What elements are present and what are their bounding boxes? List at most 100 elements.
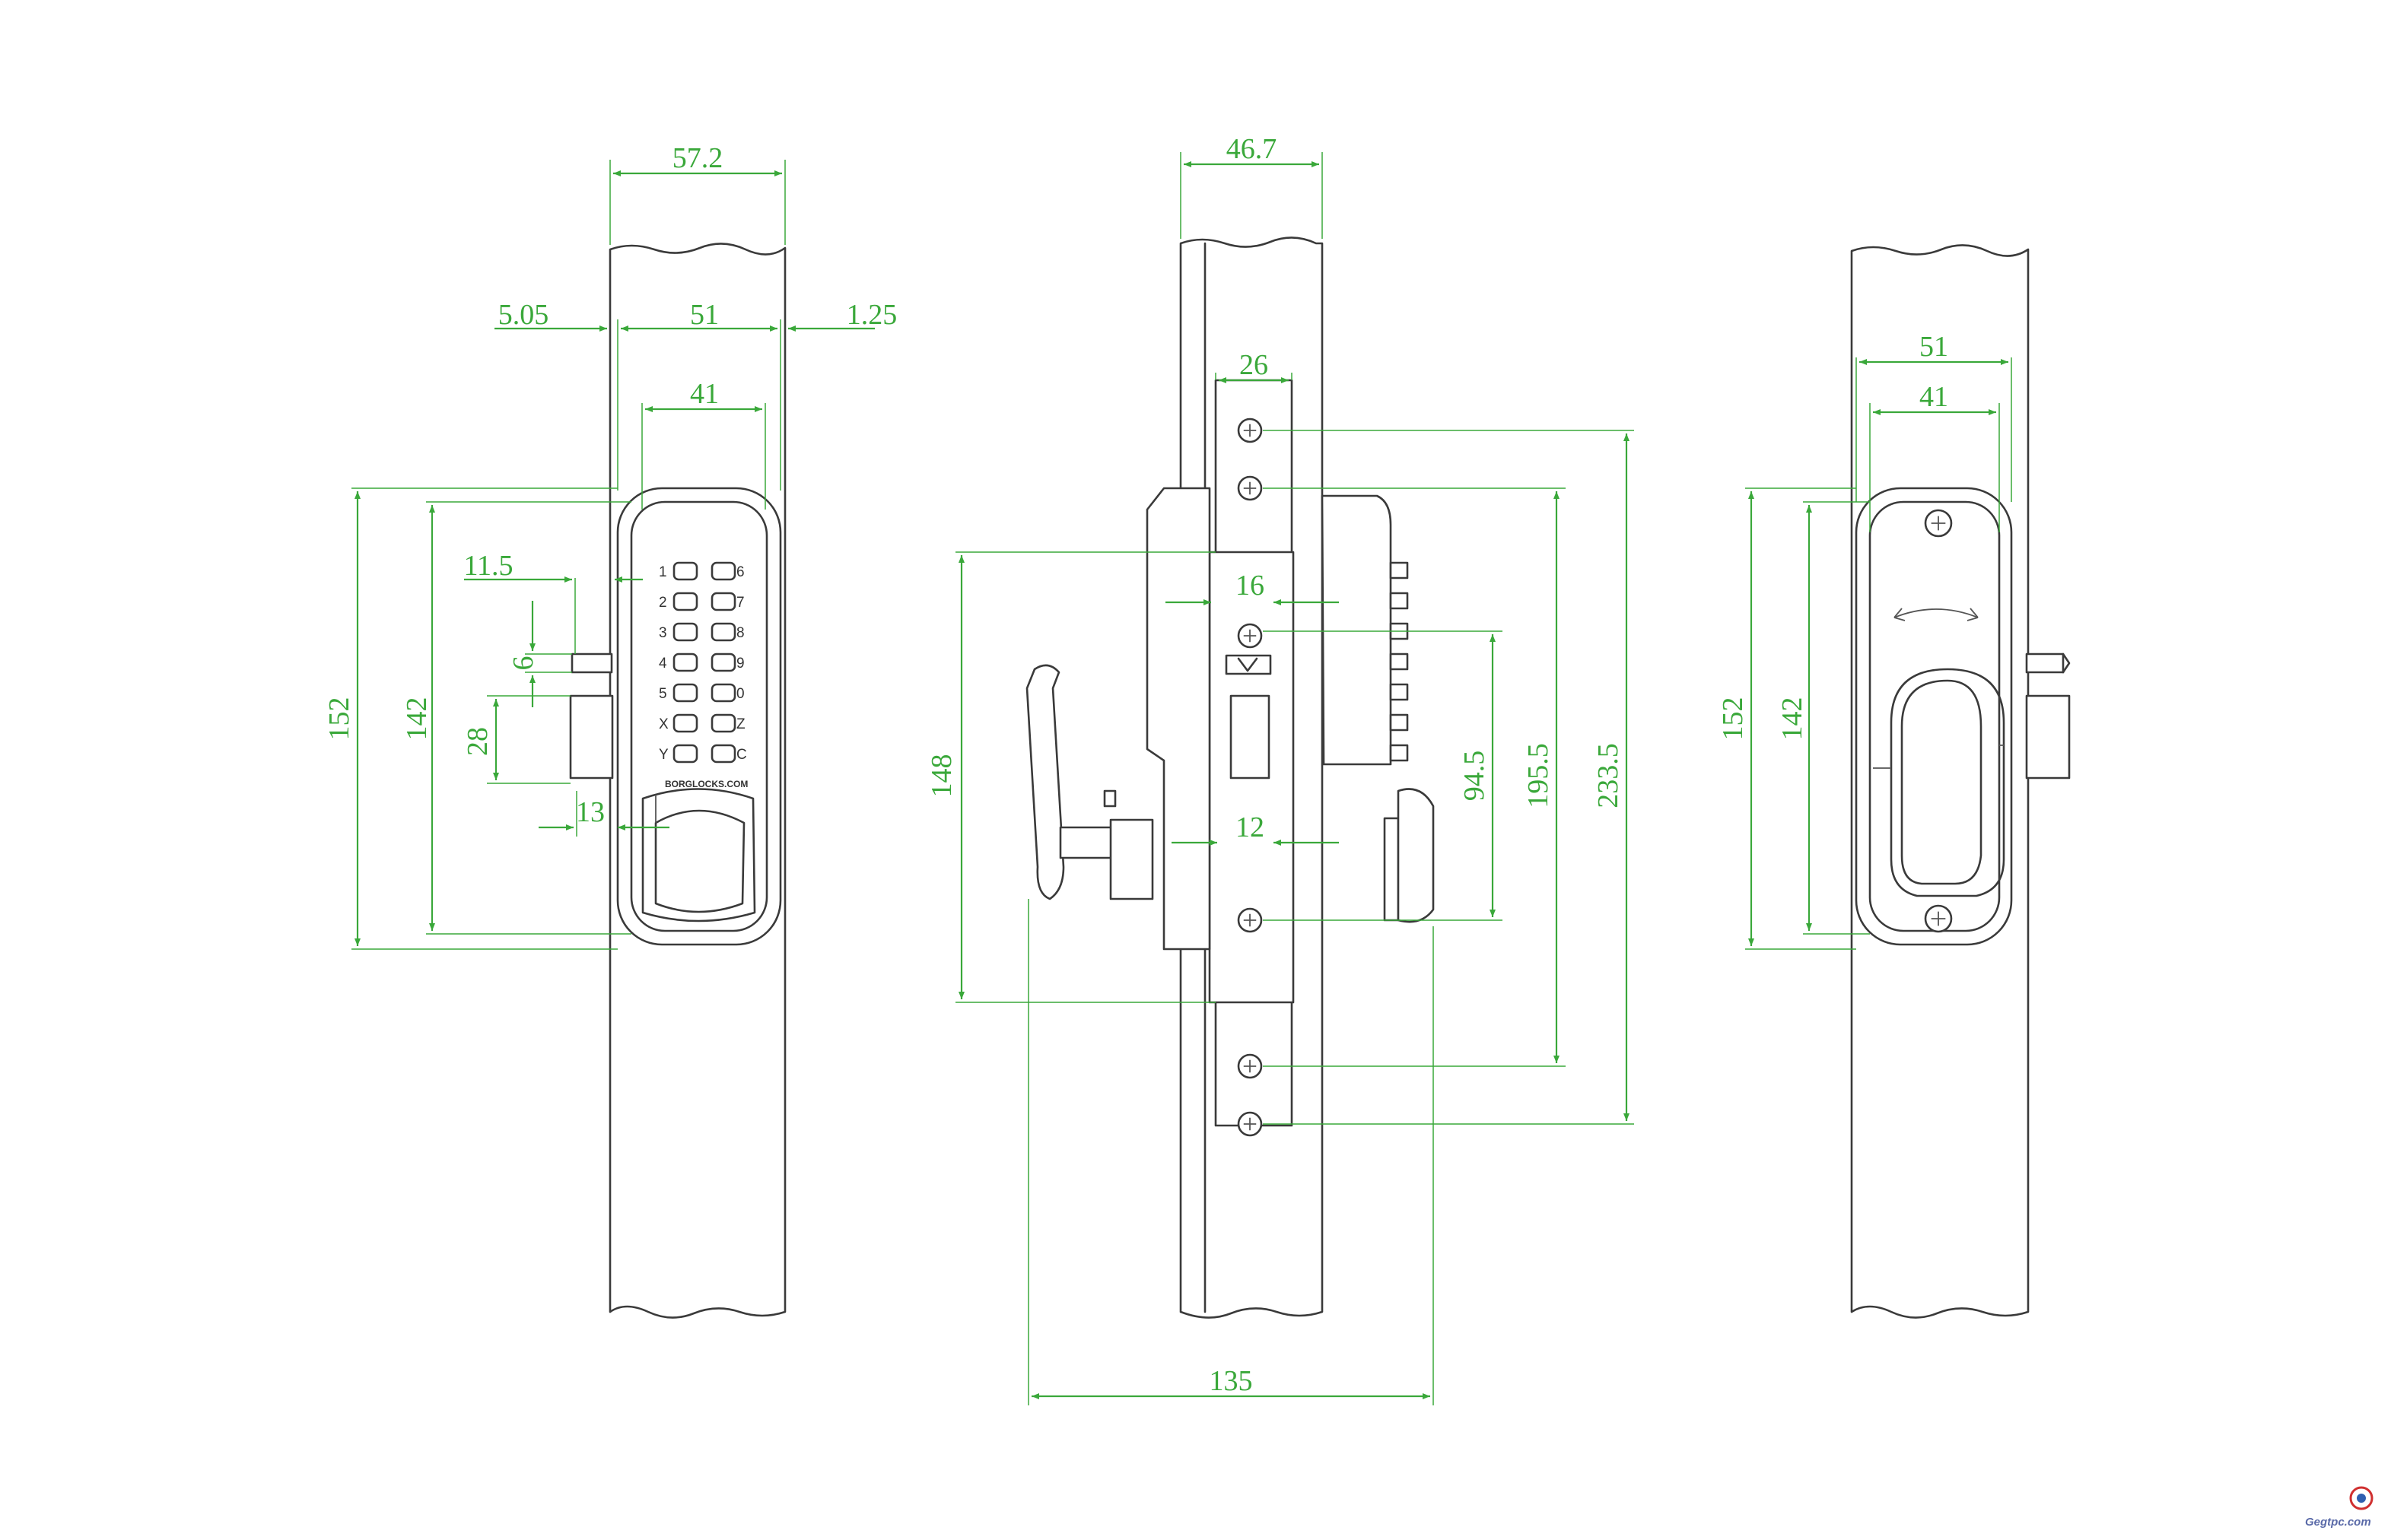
keypad-key[interactable]: 9	[711, 653, 745, 672]
keypad-key-button[interactable]	[672, 561, 698, 581]
keypad-key-label: 3	[659, 625, 667, 641]
front-dimensions: 57.2 5.05 51 1.25 41 11.5 6	[323, 142, 898, 950]
keypad-key-label: X	[659, 716, 669, 732]
side-key	[1389, 653, 1409, 671]
side-keypad-body	[1321, 494, 1392, 766]
front-latch-bolt	[571, 653, 613, 674]
screw-icon	[1237, 1111, 1263, 1137]
dim-overall-depth: 135	[1210, 1365, 1253, 1397]
keypad-brand-label: BORGLOCKS.COM	[665, 779, 748, 789]
keypad-key-label: 9	[736, 656, 745, 672]
dim-inner-height: 142	[401, 697, 433, 741]
dim-inner-fixing: 195.5	[1522, 743, 1554, 808]
side-key-stack	[1389, 561, 1409, 762]
dim-spindle-to-cylinder: 94.5	[1458, 751, 1490, 802]
screw-icon	[1237, 907, 1263, 933]
keypad-key[interactable]: 6	[711, 561, 745, 581]
side-lever-handle	[1025, 664, 1154, 900]
keypad-key-button[interactable]	[672, 622, 698, 642]
keypad-key[interactable]: 8	[711, 622, 745, 642]
keypad-key-button[interactable]	[672, 713, 698, 733]
side-key	[1389, 592, 1409, 610]
keypad-key[interactable]: Y	[659, 744, 698, 764]
side-cylinder-knob	[1383, 788, 1435, 923]
dim-left-offset: 5.05	[498, 299, 549, 331]
dim-back-inner-height: 142	[1776, 697, 1808, 741]
dim-faceplate-with-stile: 57.2	[672, 142, 723, 174]
keypad-key[interactable]: 1	[659, 561, 698, 581]
dim-deadbolt-height: 28	[462, 727, 494, 756]
side-key	[1389, 683, 1409, 701]
front-deadbolt	[569, 694, 614, 780]
keypad-key-label: 0	[736, 686, 745, 702]
keypad-key-button[interactable]	[672, 653, 698, 672]
dim-back-inner-width: 51	[1919, 331, 1948, 363]
keypad-key-button[interactable]	[711, 653, 736, 672]
keypad-key-button[interactable]	[711, 683, 736, 703]
side-key	[1389, 561, 1409, 579]
side-key	[1389, 744, 1409, 762]
dim-backset-12: 12	[1235, 811, 1264, 843]
dim-latch-projection: 11.5	[463, 550, 513, 582]
front-door-stile	[609, 243, 787, 1319]
dim-inner-width: 51	[690, 299, 719, 331]
keypad-key-button[interactable]	[711, 622, 736, 642]
back-door-stile	[1850, 244, 2030, 1319]
keypad-key[interactable]: 0	[711, 683, 745, 703]
screw-icon	[1924, 904, 1953, 933]
keypad-key-label: 4	[659, 656, 667, 672]
keypad-key[interactable]: 7	[711, 592, 745, 611]
keypad-key-label: C	[736, 747, 747, 763]
side-screws	[1237, 418, 1263, 1137]
side-inner-case	[1146, 487, 1211, 951]
keypad-key-label: 5	[659, 686, 667, 702]
dim-right-offset: 1.25	[847, 299, 898, 331]
front-keypad: 1 2 3 4 5XY 6 7 8 9 0ZC BORGLOCKS.COM	[659, 561, 748, 789]
dim-back-handle-width: 41	[1919, 381, 1948, 413]
back-plate	[1855, 487, 2013, 946]
side-view: 46.7 26 16 12 148 94.5	[926, 133, 1634, 1405]
keypad-key[interactable]: 2	[659, 592, 698, 611]
keypad-key[interactable]: 3	[659, 622, 698, 642]
front-handle	[641, 788, 756, 922]
keypad-key-button[interactable]	[672, 683, 698, 703]
side-key	[1389, 713, 1409, 732]
screw-icon	[1237, 1053, 1263, 1079]
dim-outer-fixing: 233.5	[1592, 743, 1624, 808]
dim-case-height: 148	[926, 754, 958, 798]
keypad-key-label: 2	[659, 595, 667, 611]
keypad-key-button[interactable]	[711, 561, 736, 581]
screw-icon	[1924, 509, 1953, 538]
keypad-key-label: 1	[659, 564, 667, 580]
side-dimensions: 46.7 26 16 12 148 94.5	[926, 133, 1634, 1405]
back-thumb-turn	[1873, 668, 2005, 897]
keypad-key-button[interactable]	[672, 592, 698, 611]
keypad-key-button[interactable]	[672, 744, 698, 764]
keypad-key-label: 6	[736, 564, 745, 580]
front-faceplate	[616, 487, 782, 946]
screw-icon	[1237, 418, 1263, 443]
dim-keypad-width: 41	[690, 378, 719, 410]
keypad-key[interactable]: 5	[659, 683, 698, 703]
keypad-key-button[interactable]	[711, 744, 736, 764]
back-latch-bolt	[2025, 653, 2065, 674]
keypad-key[interactable]: C	[711, 744, 747, 764]
dim-handle-offset: 13	[576, 796, 605, 828]
keypad-key-button[interactable]	[711, 592, 736, 611]
back-screws	[1924, 509, 1953, 933]
keypad-key-label: 8	[736, 625, 745, 641]
rotation-arrow-icon	[1893, 608, 1979, 621]
dim-backset-16: 16	[1235, 570, 1264, 602]
screw-icon	[1237, 475, 1263, 501]
keypad-key-label: 7	[736, 595, 745, 611]
keypad-key[interactable]: Z	[711, 713, 746, 733]
watermark-logo: Gegtpc.com	[2305, 1486, 2374, 1529]
keypad-key[interactable]: 4	[659, 653, 698, 672]
watermark-text: Gegtpc.com	[2305, 1516, 2371, 1529]
screw-icon	[1237, 623, 1263, 649]
keypad-key-button[interactable]	[711, 713, 736, 733]
dim-outer-height: 152	[323, 697, 355, 741]
keypad-key[interactable]: X	[659, 713, 698, 733]
